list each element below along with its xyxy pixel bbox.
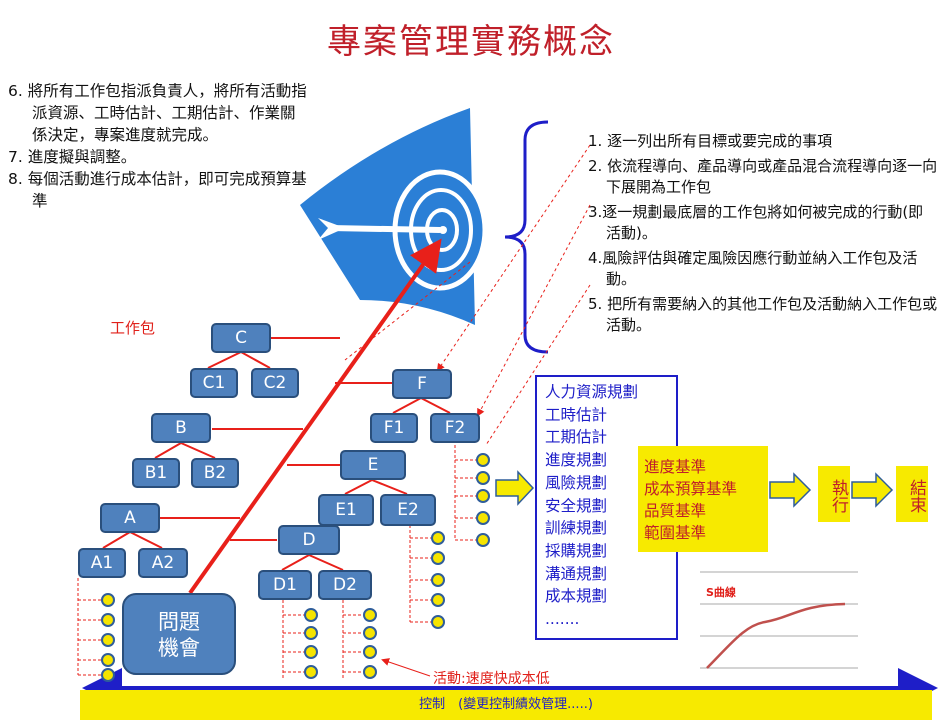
- wbs-box-e: E: [340, 450, 406, 480]
- activity-circle: [431, 593, 445, 607]
- activity-circle: [304, 608, 318, 622]
- wbs-box-e2: E2: [380, 494, 436, 526]
- plan-item: 工期估計: [545, 428, 608, 447]
- plan-item: 風險規劃: [545, 473, 608, 492]
- wbs-box-b: B: [151, 413, 211, 443]
- wbs-box-c1: C1: [190, 368, 238, 398]
- plan-item: 採購規劃: [545, 541, 608, 560]
- plan-item: 溝通規劃: [545, 564, 608, 583]
- right-list-item: 5. 把所有需要納入的其他工作包及活動納入工作包或活動。: [588, 295, 938, 334]
- work-package-label: 工作包: [110, 319, 156, 337]
- execute-box: 執行: [818, 466, 850, 522]
- close-box: 結束: [896, 466, 928, 522]
- wbs-box-c2: C2: [251, 368, 299, 398]
- page-title: 專案管理實務概念: [327, 22, 615, 62]
- baseline-item: 品質基準: [644, 502, 707, 520]
- wbs-box-d2: D2: [318, 570, 372, 600]
- left-step-list: 6. 將所有工作包指派負責人，將所有活動指派資源、工時估計、工期估計、作業關係決…: [8, 80, 308, 212]
- arrow-icon: [318, 218, 441, 240]
- left-list-item: 6. 將所有工作包指派負責人，將所有活動指派資源、工時估計、工期估計、作業關係決…: [8, 82, 307, 144]
- baseline-item: 成本預算基準: [644, 480, 738, 498]
- activity-circle: [304, 665, 318, 679]
- wbs-box-b1: B1: [132, 458, 180, 488]
- control-bar: 控制 (變更控制績效管理.....): [80, 690, 932, 720]
- activity-circle: [363, 608, 377, 622]
- wbs-box-f1: F1: [370, 413, 418, 443]
- right-list-item: 1. 逐一列出所有目標或要完成的事項: [588, 132, 833, 150]
- plan-item: 工時估計: [545, 405, 608, 424]
- problem-opportunity-box: 問題 機會: [122, 593, 236, 675]
- wbs-box-a1: A1: [78, 548, 126, 578]
- baselines-box: 進度基準 成本預算基準 品質基準 範圍基準: [638, 446, 768, 552]
- wbs-box-a: A: [100, 503, 160, 533]
- activity-circle: [476, 471, 490, 485]
- activity-circle: [431, 573, 445, 587]
- plan-item: 成本規劃: [545, 587, 608, 606]
- wbs-box-d1: D1: [258, 570, 312, 600]
- activity-circle: [101, 593, 115, 607]
- problem-label: 問題: [158, 610, 200, 634]
- plan-item: 訓練規劃: [545, 519, 608, 538]
- wbs-box-a2: A2: [138, 548, 188, 578]
- activity-circle: [431, 551, 445, 565]
- right-step-list: 1. 逐一列出所有目標或要完成的事項 2. 依流程導向、產品導向或產品混合流程導…: [588, 131, 938, 340]
- left-list-item: 7. 進度擬與調整。: [8, 148, 137, 166]
- activity-circle: [363, 626, 377, 640]
- wbs-box-e1: E1: [318, 494, 374, 526]
- activity-circle: [304, 626, 318, 640]
- activity-circle: [476, 533, 490, 547]
- activity-label: 活動:速度快成本低: [433, 671, 550, 687]
- plan-item: .......: [545, 610, 580, 629]
- target-icon: [300, 108, 488, 325]
- activity-circle: [363, 645, 377, 659]
- activity-circle: [431, 531, 445, 545]
- wbs-box-b2: B2: [191, 458, 239, 488]
- activity-circle: [101, 633, 115, 647]
- baseline-item: 範圍基準: [644, 524, 707, 542]
- plan-item: 人力資源規劃: [545, 383, 639, 401]
- curly-brace: [504, 120, 549, 354]
- wbs-box-f: F: [392, 369, 452, 399]
- planning-list: 人力資源規劃 工時估計 工期估計 進度規劃 風險規劃 安全規劃 訓練規劃 採購規…: [535, 375, 678, 640]
- right-list-item: 2. 依流程導向、產品導向或產品混合流程導向逐一向下展開為工作包: [588, 157, 938, 196]
- activity-circle: [476, 489, 490, 503]
- activity-circle: [304, 645, 318, 659]
- activity-circle: [101, 653, 115, 667]
- plan-item: 安全規劃: [545, 496, 608, 515]
- activity-circle: [431, 615, 445, 629]
- activity-circle: [101, 668, 115, 682]
- left-list-item: 8. 每個活動進行成本估計，即可完成預算基準: [8, 170, 307, 210]
- opportunity-label: 機會: [158, 636, 200, 660]
- baseline-item: 進度基準: [644, 458, 707, 476]
- wbs-box-c: C: [211, 323, 271, 353]
- wbs-box-f2: F2: [430, 413, 480, 443]
- wbs-box-d: D: [278, 525, 340, 555]
- s-curve-label: S曲線: [706, 586, 736, 599]
- activity-circle: [476, 511, 490, 525]
- plan-item: 進度規劃: [545, 451, 608, 470]
- activity-circle: [101, 613, 115, 627]
- activity-circle: [476, 453, 490, 467]
- activity-circle: [363, 665, 377, 679]
- right-list-item: 4.風險評估與確定風險因應行動並納入工作包及活動。: [588, 249, 918, 288]
- right-list-item: 3.逐一規劃最底層的工作包將如何被完成的行動(即活動)。: [588, 203, 924, 242]
